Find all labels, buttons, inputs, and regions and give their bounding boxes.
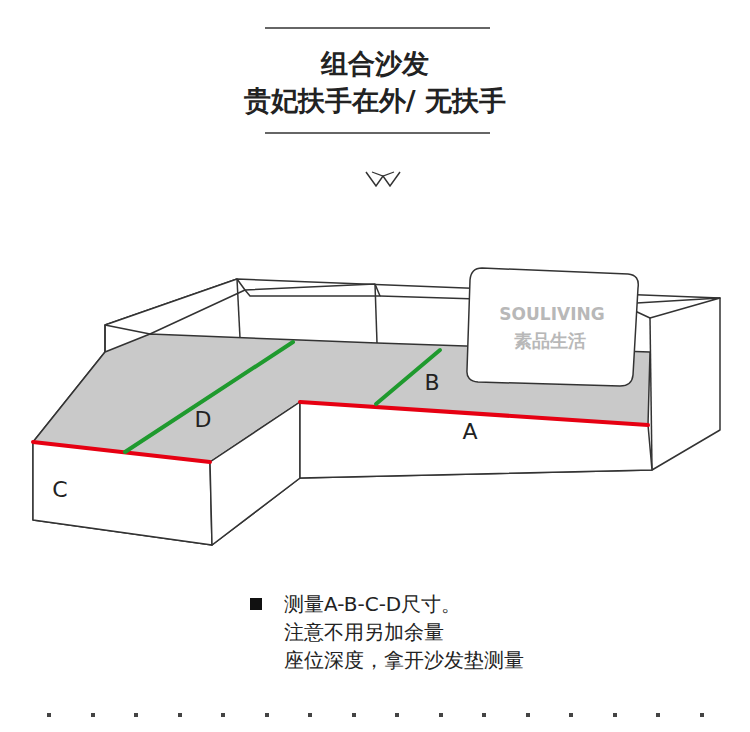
dot — [221, 713, 225, 717]
subtitle-text: 贵妃扶手在外/ 无扶手 — [244, 85, 506, 117]
watermark: SOULIVING — [499, 304, 604, 324]
dot — [439, 713, 443, 717]
dimension-label: C — [52, 477, 67, 503]
note-text: 注意不用另加余量 — [284, 620, 444, 644]
dot — [700, 713, 704, 717]
dot — [656, 713, 660, 717]
dot — [134, 713, 138, 717]
note-text: 座位深度，拿开沙发垫测量 — [284, 648, 524, 672]
dot — [352, 713, 356, 717]
dot — [395, 713, 399, 717]
dot — [613, 713, 617, 717]
dot — [178, 713, 182, 717]
dot — [526, 713, 530, 717]
watermark: 素品生活 — [514, 330, 586, 352]
dot — [569, 713, 573, 717]
sofa-drawing — [33, 268, 720, 545]
title-rules — [265, 28, 490, 133]
dot — [308, 713, 312, 717]
bullet-square — [250, 598, 262, 610]
dot — [482, 713, 486, 717]
dimension-label: A — [462, 419, 477, 445]
chevron-symbol — [372, 172, 394, 176]
note-text: 测量A-B-C-D尺寸。 — [284, 592, 461, 616]
dimension-label: D — [195, 407, 212, 433]
measure-lines — [33, 342, 648, 462]
title-text: 组合沙发 — [321, 48, 429, 80]
dotted-rule — [47, 713, 704, 717]
chevron-symbol — [366, 172, 400, 186]
dimension-label: B — [424, 370, 439, 396]
dot — [47, 713, 51, 717]
dot — [265, 713, 269, 717]
dot — [91, 713, 95, 717]
